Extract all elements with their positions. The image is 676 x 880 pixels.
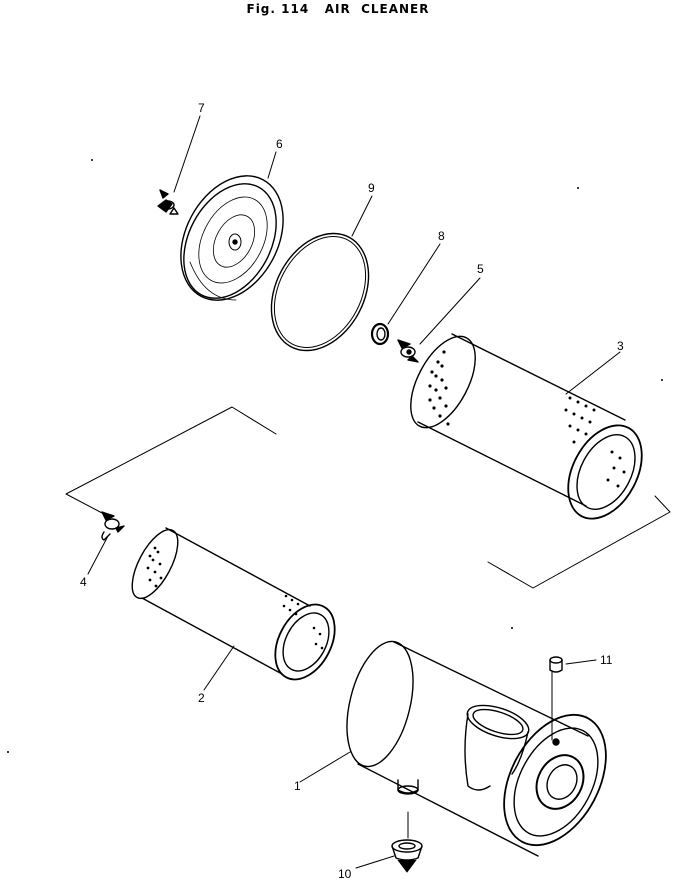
callout-labels: 7 6 9 8 5 3 4 2 1 10 11	[80, 101, 624, 880]
callout-7: 7	[198, 101, 205, 115]
callout-1: 1	[294, 779, 301, 793]
callout-10: 10	[338, 867, 352, 880]
callout-8: 8	[438, 229, 445, 243]
inner-element-part-2	[131, 527, 336, 681]
gasket-part-9	[270, 232, 370, 352]
plug-part-11	[549, 656, 563, 673]
dust-valve-part-10	[391, 839, 423, 873]
callout-9: 9	[368, 181, 375, 195]
cover-part-6	[180, 175, 284, 301]
callout-5: 5	[477, 262, 484, 276]
figure-title: Fig. 114 AIR CLEANER	[246, 2, 430, 16]
body-part-1	[346, 640, 607, 857]
wing-nut-part-7	[157, 189, 179, 215]
seal-part-8	[370, 322, 390, 346]
wing-nut-part-5	[397, 339, 419, 363]
callout-4: 4	[80, 575, 87, 589]
perforations-part-3	[428, 350, 626, 488]
callout-2: 2	[198, 691, 205, 705]
scan-specks	[7, 159, 663, 753]
outer-element-part-3	[410, 333, 643, 520]
callout-6: 6	[276, 137, 283, 151]
leader-lines	[87, 115, 621, 869]
assembly-guide-lines	[65, 406, 671, 839]
wing-nut-part-4	[101, 511, 125, 541]
callout-3: 3	[617, 339, 624, 353]
callout-11: 11	[600, 653, 613, 667]
perforations-part-2	[146, 546, 324, 650]
